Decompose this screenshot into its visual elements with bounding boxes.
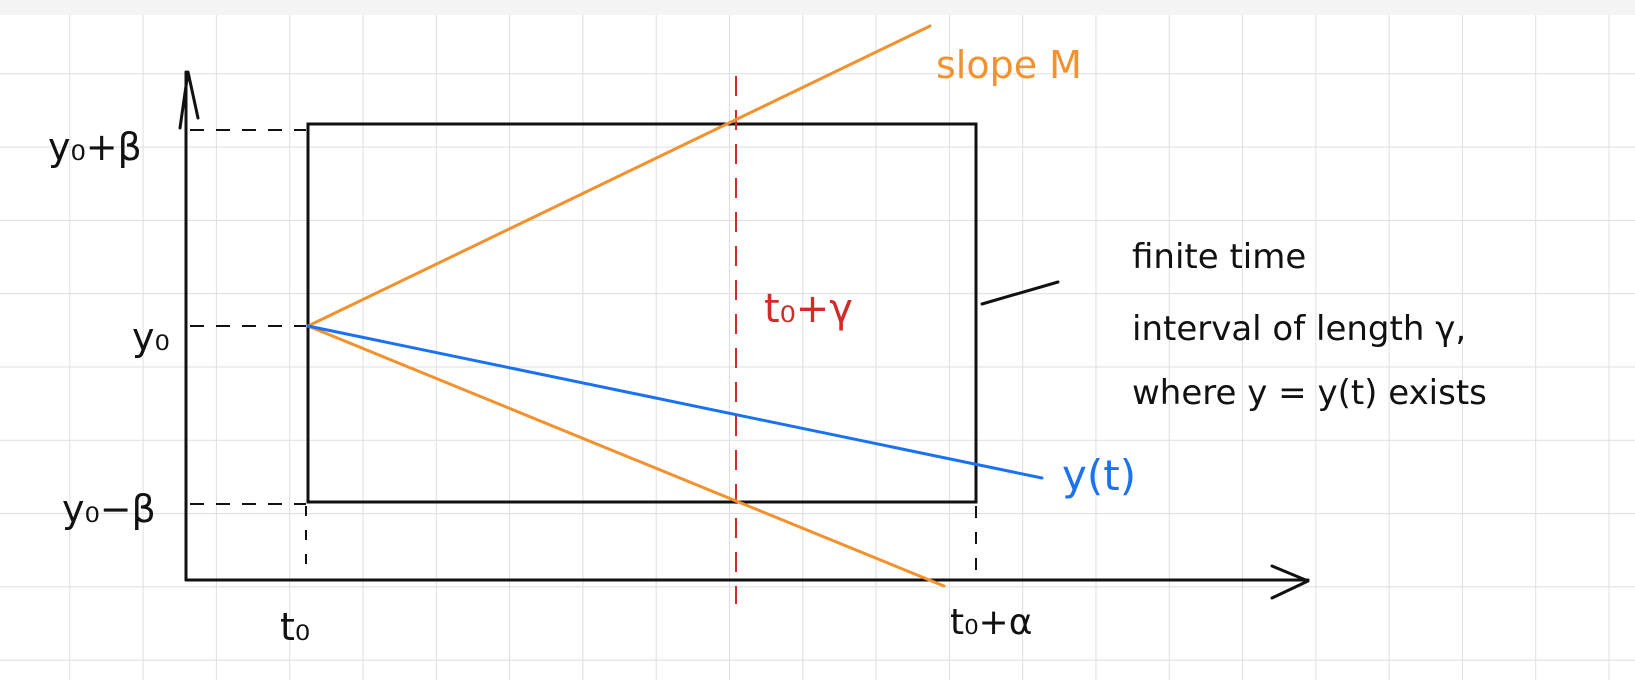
- upper-slope-line: [306, 24, 932, 328]
- bounding-rectangle: [306, 122, 978, 504]
- note-line-2: interval of length γ,: [1132, 309, 1466, 349]
- label-t-end: t₀+α: [950, 602, 1032, 643]
- label-interval-end: t₀+γ: [764, 286, 853, 332]
- label-y-upper: y₀+β: [48, 125, 142, 169]
- solution-curve: [306, 324, 1044, 480]
- y-axis-arrowhead: [178, 70, 200, 130]
- note-line-1: finite time: [1132, 237, 1306, 277]
- note-line-3: where y = y(t) exists: [1132, 373, 1487, 413]
- label-y-lower: y₀−β: [62, 487, 156, 531]
- note-pointer: [980, 280, 1060, 306]
- lower-slope-line: [306, 324, 946, 588]
- x-axis-arrowhead: [1270, 564, 1310, 600]
- label-solution: y(t): [1062, 451, 1136, 500]
- label-slope: slope M: [936, 43, 1082, 87]
- label-t-start: t₀: [280, 605, 310, 649]
- top-bar: [0, 0, 1635, 15]
- label-y-mid: y₀: [132, 315, 170, 359]
